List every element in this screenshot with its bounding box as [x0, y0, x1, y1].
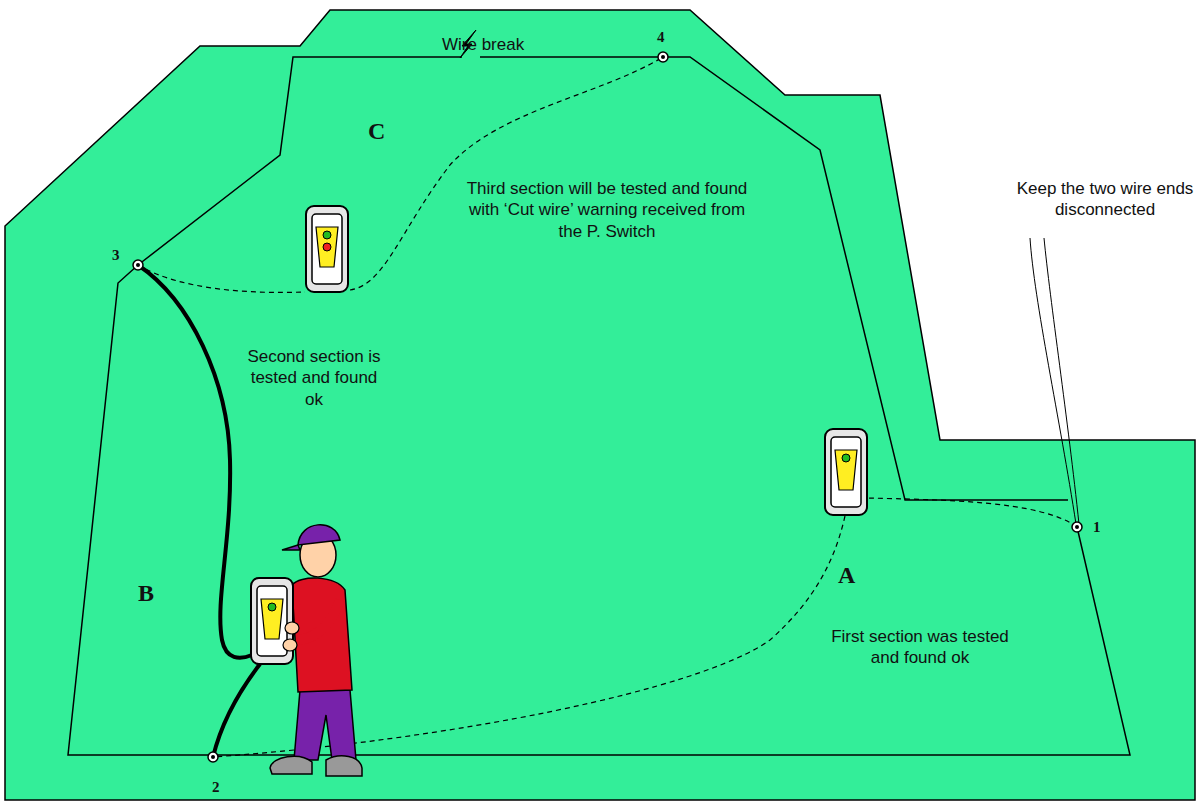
- technician-hands: [283, 622, 299, 651]
- callout-number: 1: [1093, 518, 1113, 537]
- break-label: Wire break: [442, 34, 552, 55]
- p-switch: [825, 429, 867, 515]
- area-letter: B: [138, 578, 168, 608]
- boundary-wire: [68, 57, 1130, 755]
- callout-number: 2: [212, 778, 232, 797]
- wire-ends-note: Keep the two wire ends disconnected: [1016, 178, 1194, 221]
- area-letter: A: [838, 560, 868, 590]
- section-note: Second section is tested and found ok: [244, 346, 384, 410]
- test-path: [868, 498, 1077, 527]
- p-switch: [251, 578, 293, 664]
- p-switch: [306, 206, 348, 292]
- test-cable: [138, 265, 252, 658]
- cut-wire-led: [323, 243, 331, 251]
- section-note: First section was tested and found ok: [820, 626, 1020, 669]
- callout-number: 4: [657, 28, 677, 47]
- area-letter: C: [368, 116, 398, 146]
- test-cable: [213, 664, 260, 757]
- boundary-wire: [480, 57, 1068, 500]
- wire-point: [133, 52, 1082, 762]
- test-path: [350, 57, 663, 290]
- wire-end: [1030, 238, 1076, 524]
- wire-end: [1044, 238, 1079, 524]
- section-note: Third section will be tested and found w…: [462, 178, 752, 242]
- lawn-area: [5, 10, 1195, 800]
- callout-number: 3: [112, 246, 132, 265]
